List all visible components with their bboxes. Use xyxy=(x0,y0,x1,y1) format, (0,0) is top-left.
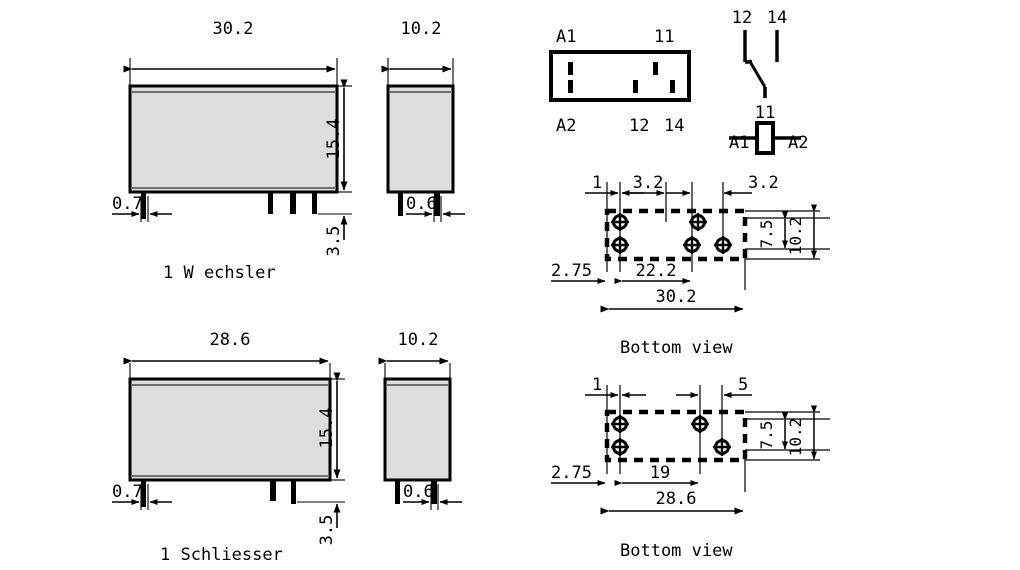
schliesser-dim-label-inner-span: 19 xyxy=(650,463,670,483)
terminal-slot-a2 xyxy=(568,80,573,93)
schliesser-dimension-label-width: 28.6 xyxy=(210,330,251,350)
schliesser-dim-label-pitch: 5 xyxy=(738,375,748,395)
view-caption-bottom-schliesser: Bottom view xyxy=(620,541,733,561)
terminal-slot-11 xyxy=(653,62,658,75)
schliesser-pin xyxy=(270,480,276,501)
side-dimension-label-width: 10.2 xyxy=(401,19,442,39)
terminal-slot-14 xyxy=(670,80,675,93)
schematic-coil-body xyxy=(755,121,775,155)
schliesser-dim-label-overall-width: 28.6 xyxy=(656,489,697,509)
schliesser-dim-label-edge-offset: 2.75 xyxy=(551,463,592,483)
view-schliesser-side: 10.2 0.6 xyxy=(378,330,462,510)
dimension-label-pin-width: 0.7 xyxy=(112,194,143,214)
terminal-label-14: 14 xyxy=(664,116,684,136)
schliesser-dimension-label-pin-length: 3.5 xyxy=(317,515,337,546)
relay-pin xyxy=(141,192,146,219)
schliesser-dimension-label-height: 15.4 xyxy=(317,408,337,449)
view-caption-schliesser: 1 Schliesser xyxy=(160,545,283,565)
schliesser-side-pin xyxy=(431,480,437,504)
terminal-label-a1: A1 xyxy=(556,27,576,47)
view-bottom-wechsler: 1 3.2 3.2 7.5 10.2 2.75 22.2 30.2 Bottom… xyxy=(551,173,830,358)
vdim-label-overall-height: 10.2 xyxy=(786,217,805,256)
schliesser-dimension-label-pin-width: 0.7 xyxy=(112,482,143,502)
schliesser-body-outline xyxy=(128,377,332,482)
terminal-label-12: 12 xyxy=(629,116,649,136)
schliesser-pin xyxy=(291,480,296,504)
dim-label-left-offset: 1 xyxy=(592,173,602,193)
view-wechsler-side: 10.2 0.6 xyxy=(381,19,465,222)
relay-side-body-outline xyxy=(386,84,455,194)
dimension-label-pin-length: 3.5 xyxy=(324,226,344,257)
terminal-slot-12 xyxy=(633,80,638,93)
relay-side-pin xyxy=(434,192,440,216)
schematic-label-14: 14 xyxy=(767,8,787,28)
footprint-outline xyxy=(604,208,748,262)
view-terminal-block: A1 11 A2 12 14 xyxy=(549,27,691,136)
view-caption-wechsler: 1 W echsler xyxy=(163,263,276,283)
dim-label-overall-width: 30.2 xyxy=(656,287,697,307)
schliesser-side-body-outline xyxy=(383,377,452,482)
dim-label-pitch2: 3.2 xyxy=(748,173,779,193)
schematic-label-a2: A2 xyxy=(788,133,808,153)
schliesser-side-pin xyxy=(395,480,400,504)
schliesser-pin xyxy=(141,480,146,507)
view-schematic-symbol: 12 14 11 A1 A2 xyxy=(729,8,808,155)
terminal-slot-a1 xyxy=(568,62,573,75)
schliesser-side-dimension-label-pin-width: 0.6 xyxy=(403,482,434,502)
view-wechsler-front: 30.2 0.7 15.4 3.5 1 W echsler xyxy=(112,19,352,283)
relay-pin xyxy=(312,192,317,214)
schliesser-vdim-label-overall-height: 10.2 xyxy=(786,418,805,457)
schematic-label-12: 12 xyxy=(732,8,752,28)
schematic-changeover-blade xyxy=(747,59,767,88)
relay-pin xyxy=(290,192,296,214)
schliesser-footprint-outline xyxy=(604,409,748,463)
dim-label-inner-span: 22.2 xyxy=(636,261,677,281)
vdim-label-row-pitch: 7.5 xyxy=(757,220,776,249)
view-bottom-schliesser: 1 5 7.5 10.2 2.75 19 28.6 Bottom view xyxy=(551,375,830,561)
schliesser-vdim-label-row-pitch: 7.5 xyxy=(757,421,776,450)
schliesser-dim-label-left-offset: 1 xyxy=(592,375,602,395)
terminal-label-a2: A2 xyxy=(556,116,576,136)
relay-pin xyxy=(268,192,273,214)
schematic-label-a1: A1 xyxy=(729,133,749,153)
schliesser-side-dimension-label-width: 10.2 xyxy=(398,330,439,350)
dimension-label-width: 30.2 xyxy=(213,19,254,39)
side-dimension-label-pin-width: 0.6 xyxy=(406,194,437,214)
schematic-label-11: 11 xyxy=(755,103,775,123)
relay-body-outline xyxy=(128,84,339,194)
dim-label-pitch1: 3.2 xyxy=(633,173,664,193)
terminal-label-11: 11 xyxy=(654,27,674,47)
relay-side-pin xyxy=(398,192,403,216)
view-caption-bottom-wechsler: Bottom view xyxy=(620,338,733,358)
view-schliesser-front: 28.6 0.7 15.4 3.5 1 Schliesser xyxy=(112,330,345,565)
dimension-label-height: 15.4 xyxy=(324,119,344,160)
terminal-block-outline xyxy=(549,50,691,102)
dim-label-edge-offset: 2.75 xyxy=(551,261,592,281)
